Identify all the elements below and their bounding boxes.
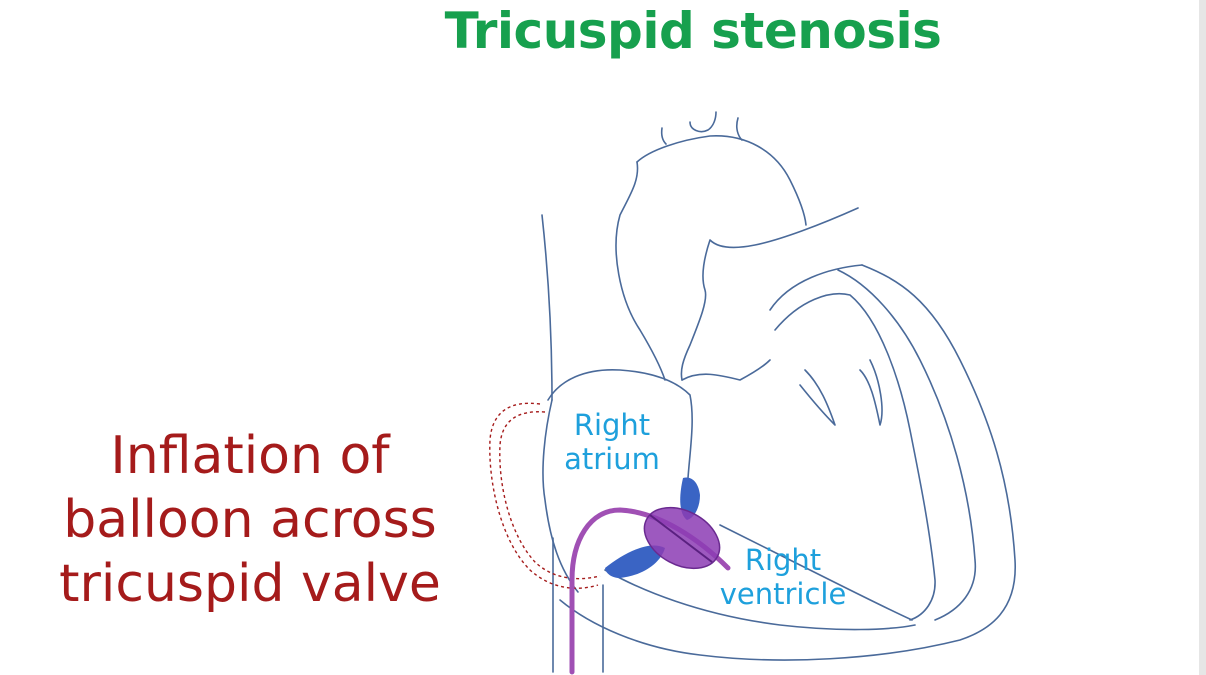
label-right-atrium: Right atrium bbox=[552, 408, 672, 476]
superior-vena-cava bbox=[541, 214, 553, 401]
aorta bbox=[636, 135, 807, 226]
papillary-right bbox=[799, 369, 836, 426]
valve-leaflet-lower bbox=[605, 545, 665, 578]
papillary-left bbox=[859, 359, 883, 426]
balloon-shaft bbox=[649, 514, 713, 563]
caption-text: Inflation of balloon across tricuspid va… bbox=[40, 424, 460, 616]
vessel-branch-right bbox=[735, 117, 743, 141]
right-ventricle-wall bbox=[604, 569, 916, 631]
right-atrium-top bbox=[681, 359, 771, 381]
dashed-outline-outer bbox=[489, 402, 599, 589]
label-right-ventricle: Right ventricle bbox=[708, 543, 858, 611]
dashed-outline-inner bbox=[499, 411, 601, 580]
septum bbox=[769, 264, 863, 311]
vessel-branch-left bbox=[660, 127, 667, 145]
pulmonary-artery bbox=[680, 207, 859, 381]
caption-line-1: Inflation of bbox=[110, 426, 390, 486]
right-atrium-inner bbox=[547, 369, 693, 479]
septum-inner bbox=[774, 293, 936, 621]
page-edge bbox=[1199, 0, 1206, 675]
right-ventricle-inner bbox=[719, 524, 913, 621]
page-title: Tricuspid stenosis bbox=[444, 2, 942, 60]
label-right-ventricle-line1: Right bbox=[744, 543, 822, 577]
left-heart-outer bbox=[559, 264, 1016, 661]
label-right-atrium-line1: Right bbox=[573, 408, 651, 442]
caption-line-2: balloon across bbox=[63, 490, 437, 550]
caption-line-3: tricuspid valve bbox=[59, 554, 441, 614]
left-ventricle-inner bbox=[837, 269, 977, 621]
label-right-ventricle-line2: ventricle bbox=[719, 577, 847, 611]
vessel-branch-middle bbox=[689, 111, 717, 133]
label-right-atrium-line2: atrium bbox=[564, 442, 660, 476]
svc-inner bbox=[615, 161, 666, 381]
right-atrium-wall bbox=[542, 399, 579, 593]
